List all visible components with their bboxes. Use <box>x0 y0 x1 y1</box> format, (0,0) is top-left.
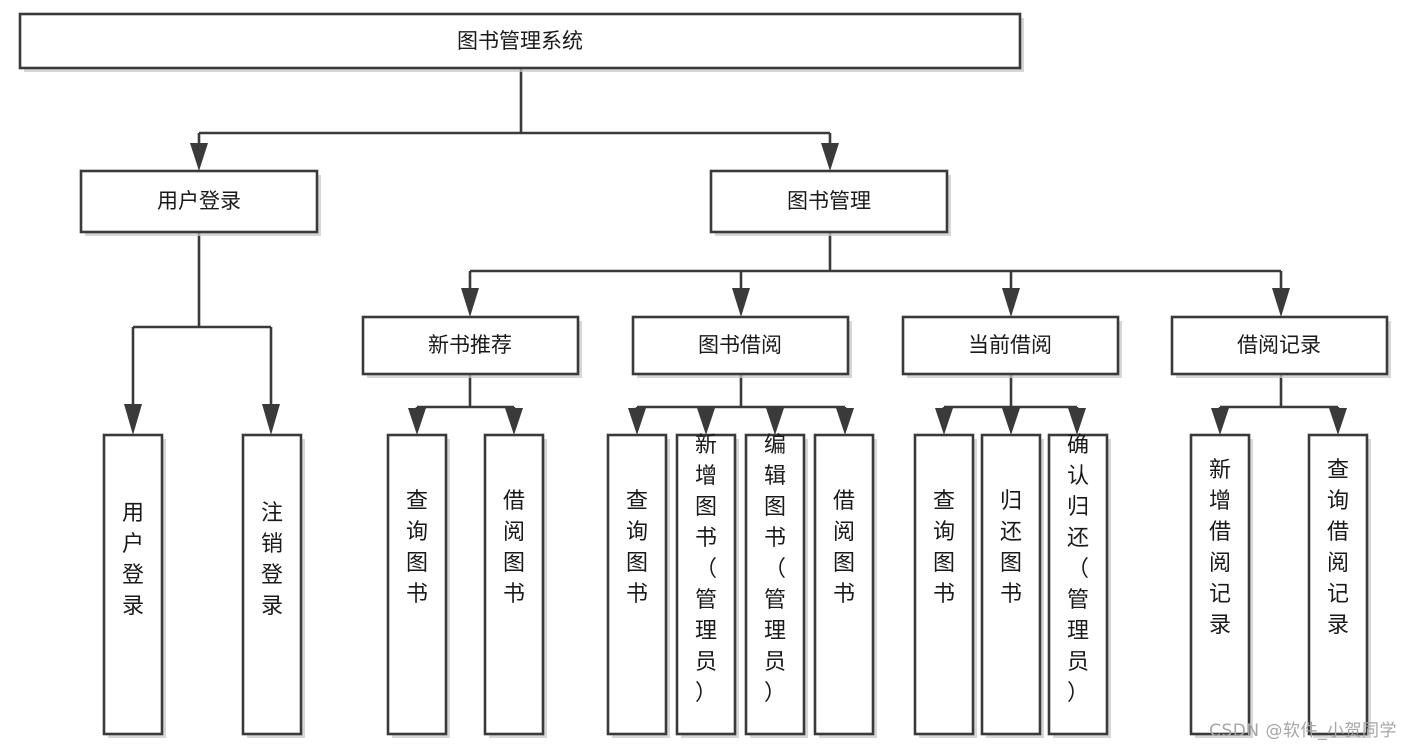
leaf-new-book-query-box[interactable] <box>386 433 448 736</box>
leaf-user-login-signout-box[interactable] <box>241 433 303 736</box>
node-user-login[interactable]: 用户登录 <box>79 169 321 236</box>
book-borrow-label: 图书借阅 <box>698 333 782 357</box>
leaf-new-book-borrow-label: 借阅图书 <box>503 489 525 607</box>
arrow-to-new-book <box>461 288 479 317</box>
leaf-borrow-record-query[interactable]: 查询借阅记录 <box>1307 433 1371 738</box>
arrow-leaf-cb-confirm <box>1068 408 1086 435</box>
new-book-recommend-box[interactable] <box>361 315 580 376</box>
borrow-record-box[interactable] <box>1170 315 1389 376</box>
book-management-box[interactable] <box>709 169 949 234</box>
csdn-watermark: CSDN @软件_小贺同学 <box>1209 721 1397 741</box>
leaf-book-borrow-edit[interactable]: 编辑图书（管理员） <box>744 433 808 738</box>
arrow-leaf-nb-borrow <box>505 408 523 435</box>
leaf-current-borrow-confirm[interactable]: 确认归还（管理员） <box>1047 433 1111 738</box>
leaf-current-borrow-confirm-label: 确认归还（管理员） <box>1067 433 1089 706</box>
arrow-to-borrow-record <box>1272 288 1290 317</box>
leaf-new-book-borrow[interactable]: 借阅图书 <box>483 433 547 738</box>
current-borrow-box[interactable] <box>901 315 1120 376</box>
leaf-book-borrow-borrow-label: 借阅图书 <box>833 489 855 607</box>
leaf-current-borrow-query-label: 查询图书 <box>933 489 955 607</box>
arrow-leaf-cb-query <box>935 408 953 435</box>
leaf-book-borrow-borrow[interactable]: 借阅图书 <box>813 433 877 738</box>
leaf-new-book-borrow-box[interactable] <box>483 433 545 736</box>
node-borrow-record[interactable]: 借阅记录 <box>1170 315 1391 378</box>
leaf-new-book-query-label: 查询图书 <box>406 489 428 607</box>
node-root[interactable]: 图书管理系统 <box>18 12 1024 72</box>
leaf-borrow-record-add-label: 新增借阅记录 <box>1209 458 1231 638</box>
connectors <box>124 68 1347 435</box>
leaf-user-login-signin-box[interactable] <box>102 433 164 736</box>
arrow-leaf-br-add <box>1211 408 1229 435</box>
book-management-label: 图书管理 <box>787 189 871 213</box>
leaf-borrow-record-query-box[interactable] <box>1307 433 1369 736</box>
arrow-to-book-mgmt <box>821 143 839 171</box>
leaf-user-login-signin[interactable]: 用户登录 <box>102 433 166 738</box>
book-borrow-box[interactable] <box>631 315 850 376</box>
leaf-book-borrow-add-box[interactable] <box>675 433 737 736</box>
arrow-to-book-borrow <box>732 288 750 317</box>
node-new-book-recommend[interactable]: 新书推荐 <box>361 315 582 378</box>
arrow-to-current-borrow <box>1002 288 1020 317</box>
leaf-book-borrow-add-label: 新增图书（管理员） <box>695 433 717 706</box>
leaf-book-borrow-edit-box[interactable] <box>744 433 806 736</box>
root-box[interactable] <box>18 12 1022 70</box>
leaf-borrow-record-query-label: 查询借阅记录 <box>1327 458 1349 638</box>
arrow-leaf-bb-edit <box>766 408 784 435</box>
node-book-borrow[interactable]: 图书借阅 <box>631 315 852 378</box>
leaf-user-login-signin-label: 用户登录 <box>122 501 144 619</box>
leaf-book-borrow-add[interactable]: 新增图书（管理员） <box>675 433 739 738</box>
node-current-borrow[interactable]: 当前借阅 <box>901 315 1122 378</box>
arrow-to-user-login <box>190 143 208 171</box>
arrow-leaf-user-login <box>124 404 142 435</box>
current-borrow-label: 当前借阅 <box>968 333 1052 357</box>
leaf-new-book-query[interactable]: 查询图书 <box>386 433 450 738</box>
node-book-management[interactable]: 图书管理 <box>709 169 951 236</box>
borrow-record-label: 借阅记录 <box>1237 333 1321 357</box>
arrow-leaf-logout <box>262 404 280 435</box>
user-login-box[interactable] <box>79 169 319 234</box>
leaf-book-borrow-borrow-box[interactable] <box>813 433 875 736</box>
arrow-leaf-nb-query <box>408 408 426 435</box>
leaf-current-borrow-query[interactable]: 查询图书 <box>913 433 977 738</box>
leaf-current-borrow-return[interactable]: 归还图书 <box>980 433 1044 738</box>
leaf-current-borrow-confirm-box[interactable] <box>1047 433 1109 736</box>
leaf-book-borrow-query[interactable]: 查询图书 <box>606 433 670 738</box>
user-login-label: 用户登录 <box>157 189 241 213</box>
arrow-leaf-bb-borrow <box>836 408 854 435</box>
arrow-leaf-bb-query <box>628 408 646 435</box>
new-book-recommend-label: 新书推荐 <box>428 333 512 357</box>
root-label: 图书管理系统 <box>457 29 583 53</box>
leaf-book-borrow-query-label: 查询图书 <box>626 489 648 607</box>
leaf-user-login-signout-label: 注销登录 <box>261 501 283 619</box>
arrow-leaf-cb-return <box>1002 408 1020 435</box>
leaf-borrow-record-add[interactable]: 新增借阅记录 <box>1189 433 1253 738</box>
leaf-current-borrow-return-label: 归还图书 <box>1000 489 1022 607</box>
leaf-current-borrow-query-box[interactable] <box>913 433 975 736</box>
leaf-book-borrow-query-box[interactable] <box>606 433 668 736</box>
leaf-user-login-signout[interactable]: 注销登录 <box>241 433 305 738</box>
arrow-leaf-br-query <box>1329 408 1347 435</box>
arrow-leaf-bb-add <box>697 408 715 435</box>
leaf-current-borrow-return-box[interactable] <box>980 433 1042 736</box>
leaf-borrow-record-add-box[interactable] <box>1189 433 1251 736</box>
leaf-book-borrow-edit-label: 编辑图书（管理员） <box>764 433 786 706</box>
